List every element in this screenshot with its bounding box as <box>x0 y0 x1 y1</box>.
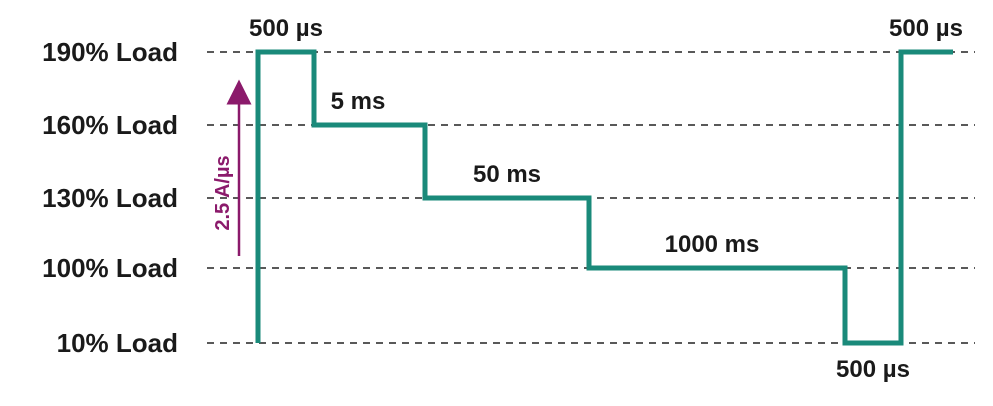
load-trace <box>255 49 953 346</box>
load-step-line <box>255 49 953 346</box>
duration-label-5: 500 µs <box>836 356 910 383</box>
duration-label-3: 50 ms <box>473 161 541 188</box>
y-label-10: 10% Load <box>57 328 178 358</box>
duration-label-4: 1000 ms <box>665 231 760 258</box>
duration-label-2: 5 ms <box>331 88 386 115</box>
y-label-100: 100% Load <box>42 253 178 283</box>
y-label-190: 190% Load <box>42 37 178 67</box>
duration-label-6: 500 µs <box>889 15 963 42</box>
slew-rate-label: 2.5 A/µs <box>212 155 234 230</box>
y-label-130: 130% Load <box>42 183 178 213</box>
y-label-160: 160% Load <box>42 110 178 140</box>
slew-rate-annotation: 2.5 A/µs <box>212 79 252 256</box>
y-level-labels: 10% Load 100% Load 130% Load 160% Load 190% … <box>42 37 178 358</box>
duration-labels: 500 µs 5 ms 50 ms 1000 ms 500 µs 500 µs <box>249 15 963 383</box>
duration-label-1: 500 µs <box>249 15 323 42</box>
